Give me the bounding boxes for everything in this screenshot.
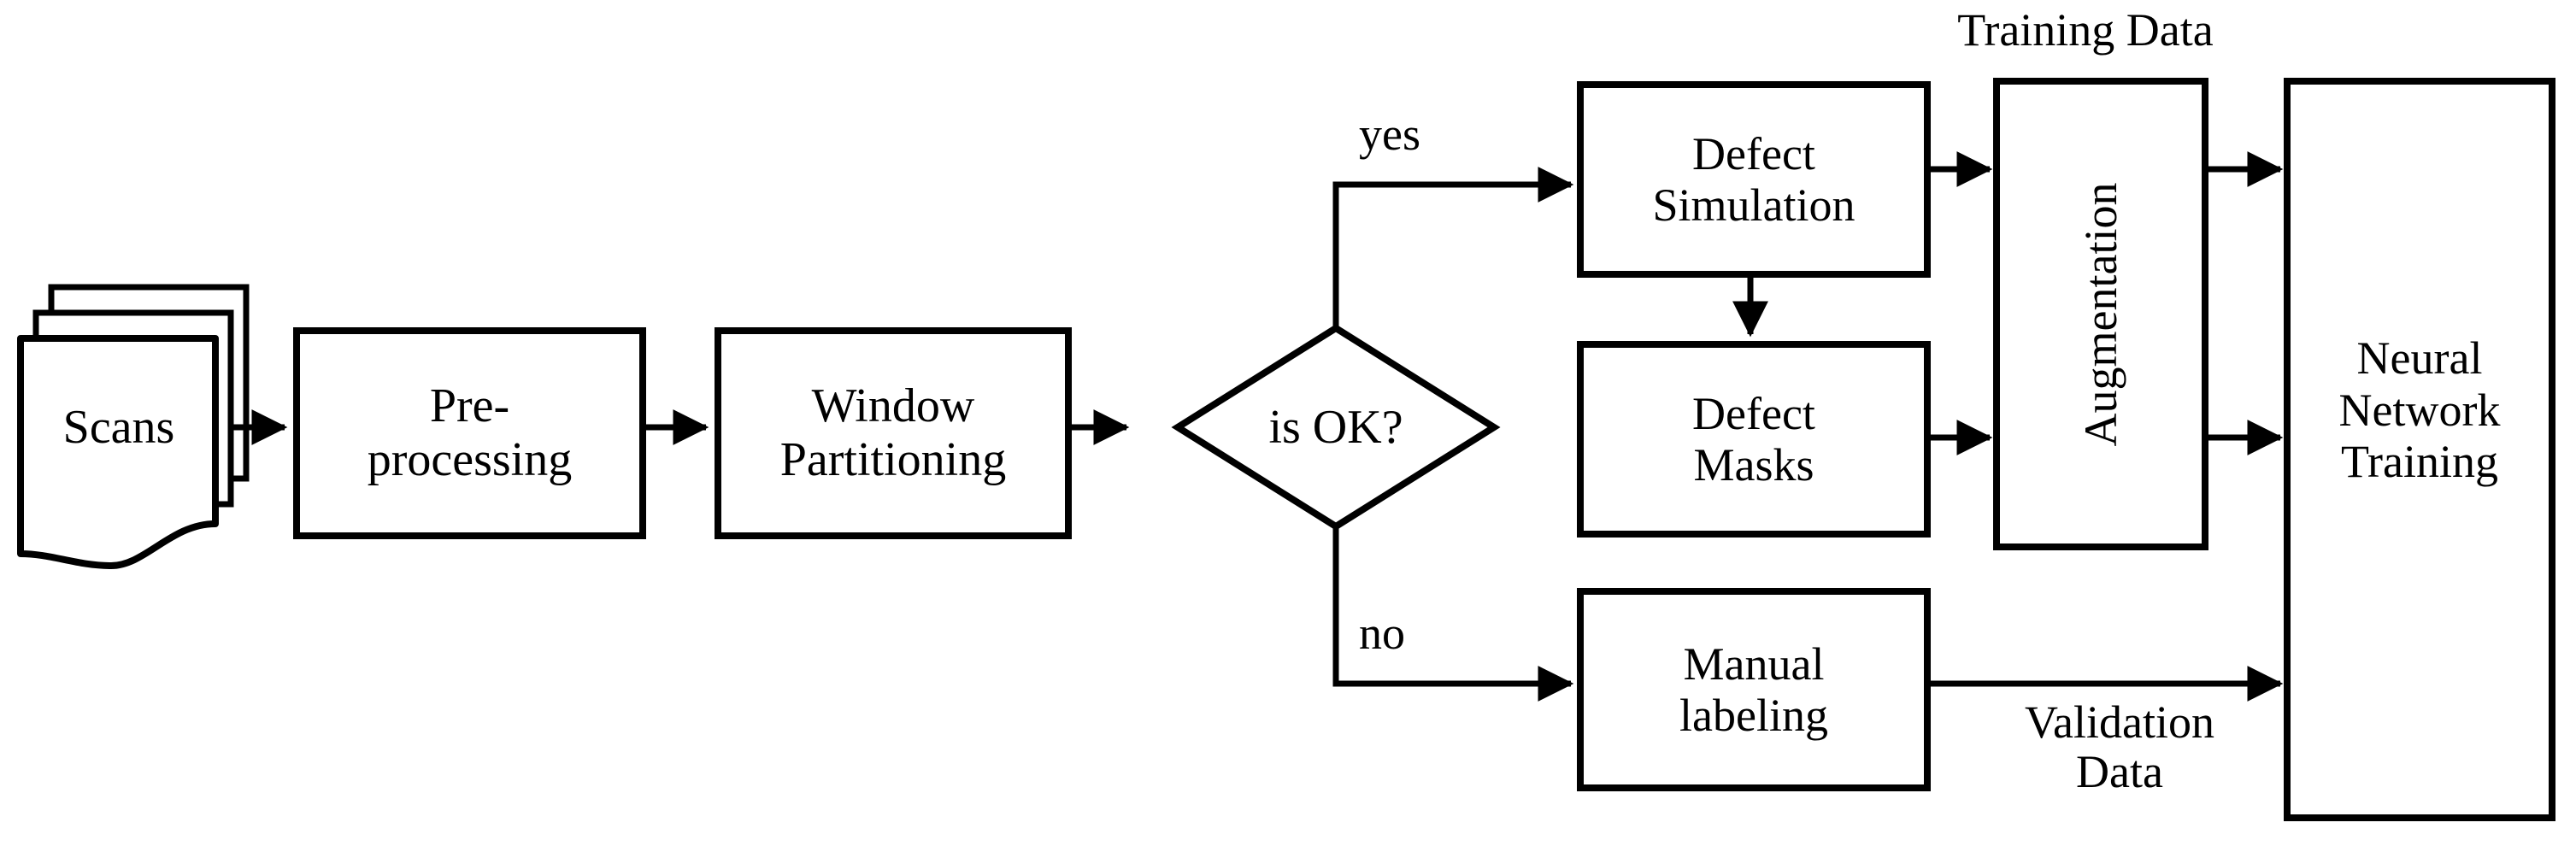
node-preprocessing-shape[interactable] [293,327,646,539]
edge-isok-yes-to-defect-simulation [1332,167,1574,328]
node-augmentation-shape[interactable] [1993,78,2208,550]
node-manual-labeling-shape[interactable] [1577,588,1931,791]
edge-label-no: no [1359,608,1405,659]
edge-label-yes: yes [1359,109,1420,160]
edge-label-training-data: Training Data [1957,4,2214,56]
node-scans-shape[interactable] [17,284,250,569]
node-defect-simulation-shape[interactable] [1577,81,1931,278]
node-augmentation-label: Augmentation [2075,182,2126,447]
node-window-partitioning-shape[interactable] [715,327,1072,539]
node-neural-network-training-shape[interactable] [2284,78,2555,821]
node-is-ok-shape[interactable] [1171,324,1501,531]
edge-label-validation-data: Validation Data [2025,696,2214,798]
node-defect-masks-shape[interactable] [1577,341,1931,538]
edge-isok-no-to-manual-labeling [1332,526,1574,702]
